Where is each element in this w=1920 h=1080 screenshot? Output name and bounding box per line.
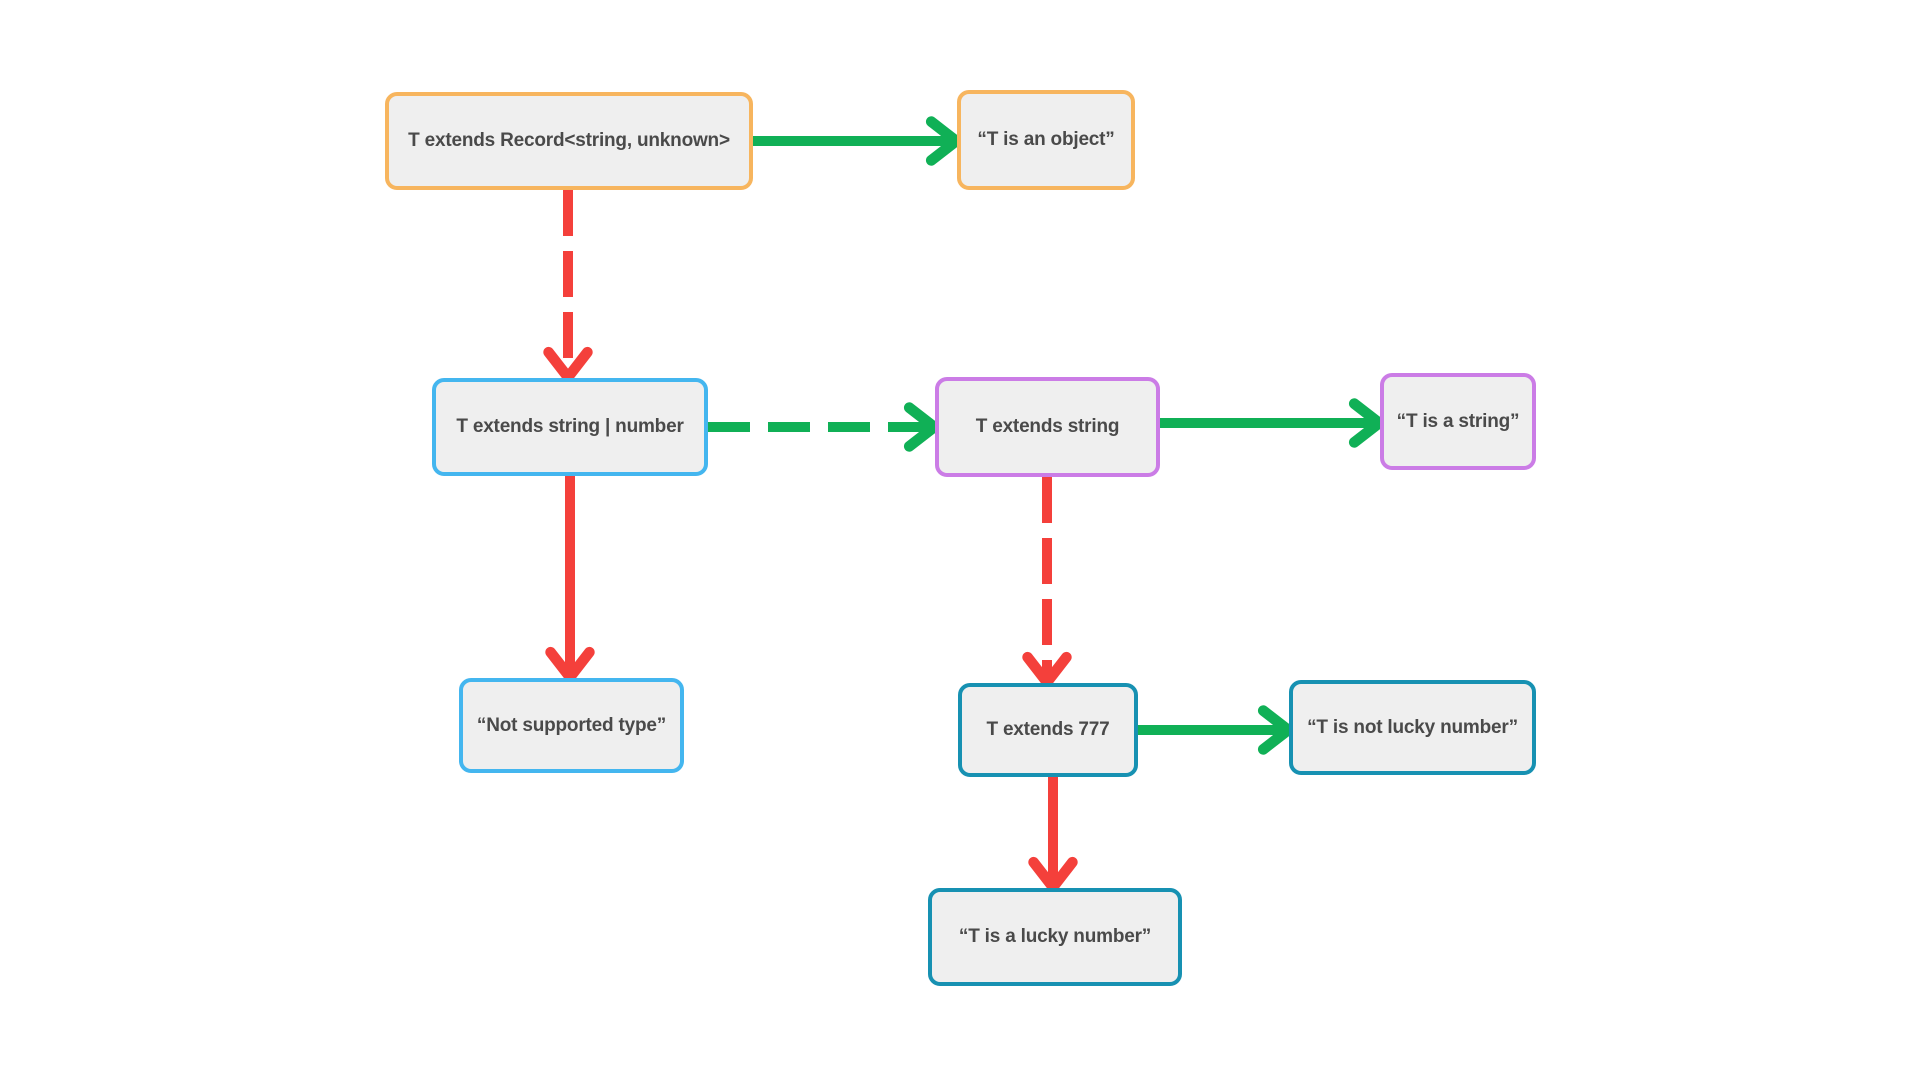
node-not-supported: “Not supported type” <box>459 678 684 773</box>
node-label: “T is a string” <box>1396 410 1520 432</box>
node-label: T extends 777 <box>986 719 1110 740</box>
node-label: T extends Record<string, unknown> <box>408 130 730 151</box>
node-label: “T is not lucky number” <box>1307 716 1518 738</box>
node-is-string: “T is a string” <box>1380 373 1536 470</box>
node-string-number: T extends string | number <box>432 378 708 476</box>
node-object: “T is an object” <box>957 90 1135 190</box>
node-label: “T is a lucky number” <box>958 926 1152 947</box>
node-extends-777: T extends 777 <box>958 683 1138 777</box>
node-label: T extends string <box>975 416 1120 437</box>
node-record: T extends Record<string, unknown> <box>385 92 753 190</box>
node-label: T extends string | number <box>456 416 684 437</box>
node-not-lucky: “T is not lucky number” <box>1289 680 1536 775</box>
node-label: “Not supported type” <box>476 714 667 736</box>
node-label: “T is an object” <box>977 129 1115 150</box>
node-lucky: “T is a lucky number” <box>928 888 1182 986</box>
node-string: T extends string <box>935 377 1160 477</box>
